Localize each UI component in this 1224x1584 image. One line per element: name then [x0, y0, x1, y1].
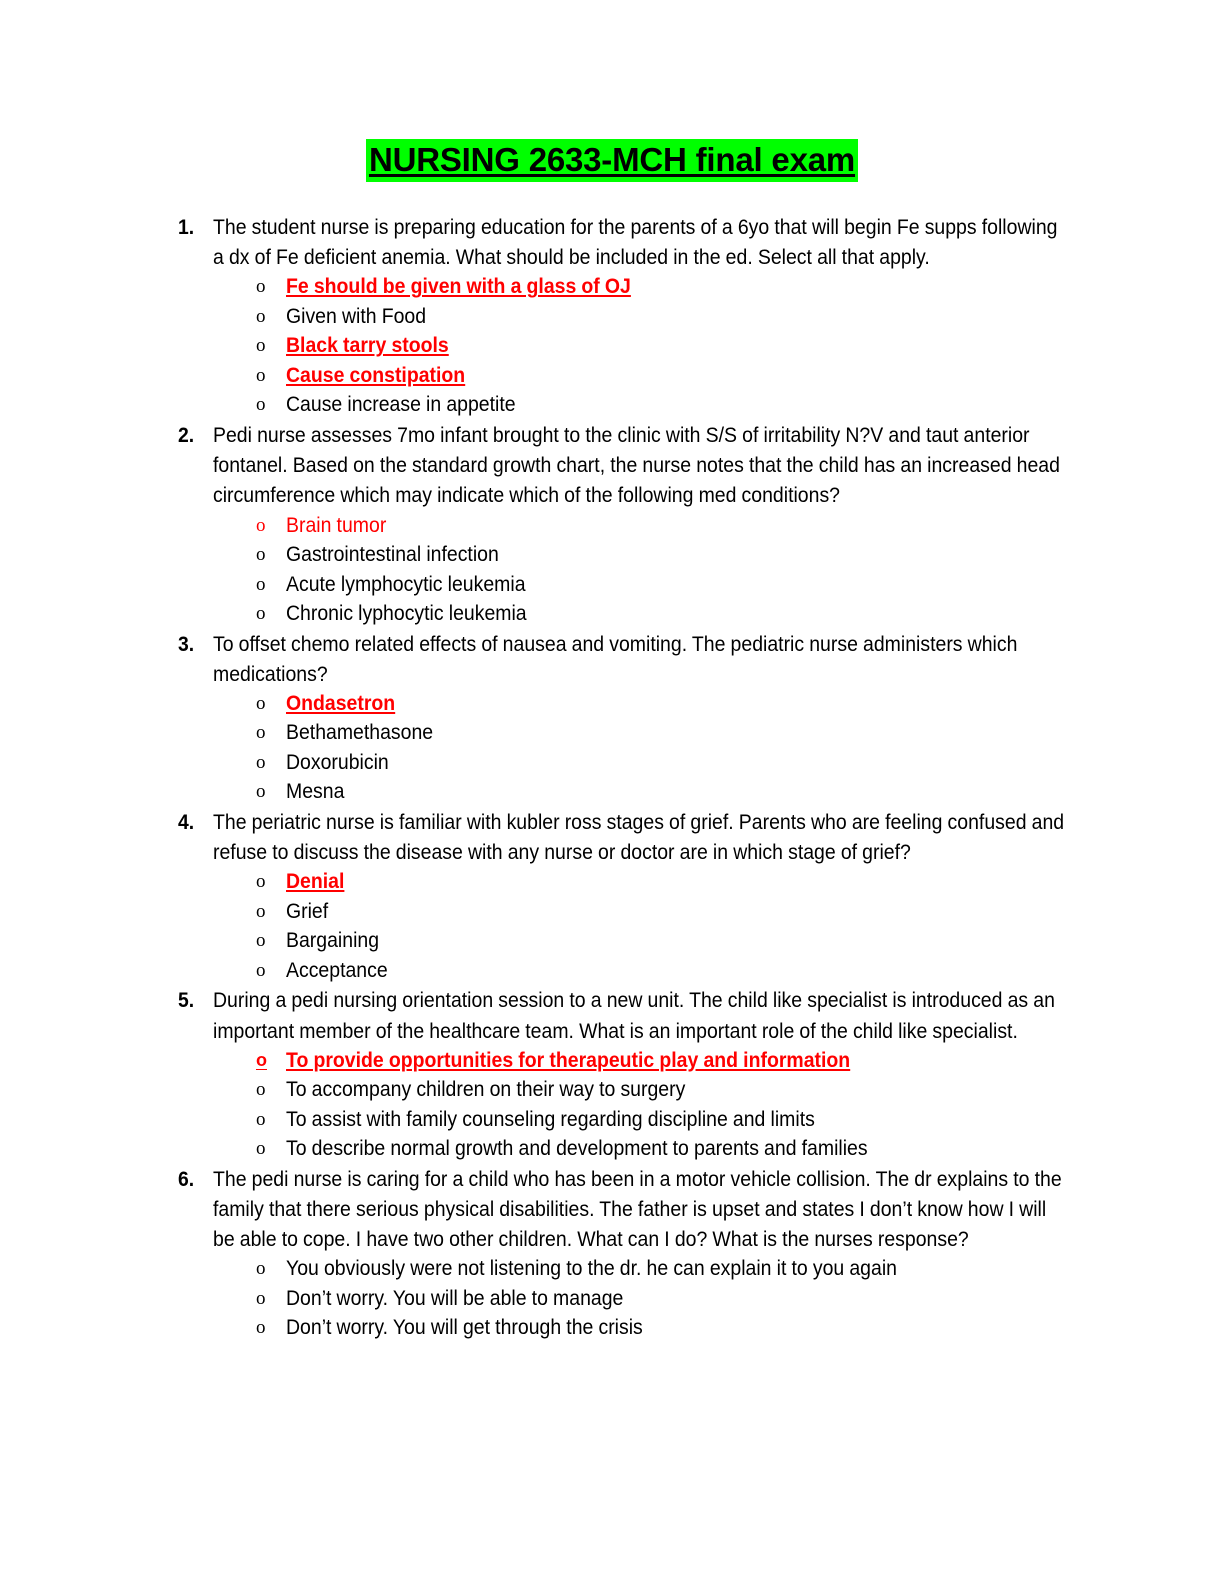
option-label: Don’t worry. You will get through the cr…	[286, 1315, 643, 1340]
option-bullet-icon: o	[256, 364, 266, 386]
question-item: 4. The periatric nurse is familiar with k…	[0, 807, 1224, 985]
option-label: To describe normal growth and developmen…	[286, 1136, 868, 1161]
option-bullet-icon: o	[256, 1317, 266, 1339]
option-item[interactable]: o To accompany children on their way to s…	[213, 1075, 1065, 1105]
option-label: Cause increase in appetite	[286, 392, 516, 417]
option-label: Cause constipation	[286, 362, 466, 387]
option-item[interactable]: o Bargaining	[213, 926, 1065, 956]
question-item: 6. The pedi nurse is caring for a child w…	[0, 1164, 1224, 1343]
question-number: 4.	[178, 809, 195, 834]
option-item[interactable]: o Chronic lyphocytic leukemia	[213, 599, 1065, 629]
option-label: Acute lymphocytic leukemia	[286, 571, 526, 596]
option-label: Brain tumor	[286, 512, 387, 537]
option-bullet-icon: o	[256, 276, 266, 298]
option-item[interactable]: o Bethamethasone	[213, 718, 1065, 748]
option-bullet-icon: o	[256, 305, 266, 327]
question-item: 2. Pedi nurse assesses 7mo infant brought…	[0, 420, 1224, 629]
option-bullet-icon: o	[256, 1049, 267, 1070]
option-label: To accompany children on their way to su…	[286, 1077, 686, 1102]
option-bullet-icon: o	[256, 781, 266, 803]
question-item: 5. During a pedi nursing orientation sess…	[0, 985, 1224, 1163]
option-item[interactable]: o Doxorubicin	[213, 748, 1065, 778]
option-item[interactable]: o To describe normal growth and developme…	[213, 1134, 1065, 1164]
option-item[interactable]: o Given with Food	[213, 302, 1065, 332]
question-number: 2.	[178, 422, 195, 447]
question-item: 1. The student nurse is preparing educati…	[0, 212, 1224, 420]
option-bullet-icon: o	[256, 1108, 266, 1130]
option-item[interactable]: o Black tarry stools	[213, 331, 1065, 361]
option-item[interactable]: o Gastrointestinal infection	[213, 540, 1065, 570]
option-item[interactable]: o You obviously were not listening to the…	[213, 1254, 1065, 1284]
option-label: Grief	[286, 898, 329, 923]
option-label: Given with Food	[286, 303, 427, 328]
question-number: 5.	[178, 988, 195, 1013]
option-item[interactable]: o To provide opportunities for therapeuti…	[213, 1046, 1065, 1076]
option-bullet-icon: o	[256, 1138, 266, 1160]
option-bullet-icon: o	[256, 1079, 266, 1101]
option-list: o You obviously were not listening to the…	[213, 1254, 1065, 1343]
option-item[interactable]: o Mesna	[213, 777, 1065, 807]
option-item[interactable]: o Cause constipation	[213, 361, 1065, 391]
option-label: Fe should be given with a glass of OJ	[286, 274, 631, 299]
option-item[interactable]: o Ondasetron	[213, 689, 1065, 719]
option-item[interactable]: o Grief	[213, 897, 1065, 927]
option-bullet-icon: o	[256, 1258, 266, 1280]
option-label: Bargaining	[286, 928, 380, 953]
option-label: To assist with family counseling regardi…	[286, 1106, 815, 1131]
option-bullet-icon: o	[256, 573, 266, 595]
option-bullet-icon: o	[256, 900, 266, 922]
option-label: Gastrointestinal infection	[286, 542, 499, 567]
option-bullet-icon: o	[256, 930, 266, 952]
option-bullet-icon: o	[256, 514, 266, 536]
option-item[interactable]: o Brain tumor	[213, 511, 1065, 541]
question-text: Pedi nurse assesses 7mo infant brought t…	[213, 422, 1060, 508]
option-bullet-icon: o	[256, 751, 266, 773]
option-item[interactable]: o To assist with family counseling regard…	[213, 1105, 1065, 1135]
option-bullet-icon: o	[256, 394, 266, 416]
question-number: 3.	[178, 631, 195, 656]
option-label: You obviously were not listening to the …	[286, 1256, 897, 1281]
option-label: Acceptance	[286, 957, 388, 982]
option-bullet-icon: o	[256, 603, 266, 625]
option-label: Mesna	[286, 779, 345, 804]
option-label: Ondasetron	[286, 690, 396, 715]
question-list: 1. The student nurse is preparing educati…	[0, 212, 1224, 1343]
document-title-container: NURSING 2633-MCH final exam	[0, 139, 1224, 183]
option-item[interactable]: o Acute lymphocytic leukemia	[213, 570, 1065, 600]
question-text: The pedi nurse is caring for a child who…	[213, 1166, 1062, 1252]
option-item[interactable]: o Don’t worry. You will get through the c…	[213, 1313, 1065, 1343]
question-text: The periatric nurse is familiar with kub…	[213, 809, 1065, 865]
option-item[interactable]: o Cause increase in appetite	[213, 390, 1065, 420]
question-text: The student nurse is preparing education…	[213, 215, 1058, 270]
option-label: Black tarry stools	[286, 333, 449, 358]
question-number: 6.	[178, 1166, 195, 1191]
option-bullet-icon: o	[256, 335, 266, 357]
option-label: Bethamethasone	[286, 720, 434, 745]
page-title: NURSING 2633-MCH final exam	[365, 139, 859, 183]
option-item[interactable]: o Acceptance	[213, 956, 1065, 986]
option-bullet-icon: o	[256, 692, 266, 714]
option-label: Don’t worry. You will be able to manage	[286, 1285, 624, 1310]
option-label: To provide opportunities for therapeutic…	[286, 1047, 851, 1072]
option-label: Denial	[286, 869, 345, 894]
option-list: o To provide opportunities for therapeuti…	[213, 1046, 1065, 1164]
option-item[interactable]: o Fe should be given with a glass of OJ	[213, 272, 1065, 302]
question-text: During a pedi nursing orientation sessio…	[213, 988, 1055, 1043]
option-bullet-icon: o	[256, 722, 266, 744]
question-number: 1.	[178, 215, 195, 239]
option-label: Chronic lyphocytic leukemia	[286, 601, 527, 626]
option-label: Doxorubicin	[286, 749, 389, 774]
option-bullet-icon: o	[256, 959, 266, 981]
option-item[interactable]: o Don’t worry. You will be able to manage	[213, 1284, 1065, 1314]
question-text: To offset chemo related effects of nause…	[213, 631, 1018, 686]
option-item[interactable]: o Denial	[213, 867, 1065, 897]
question-item: 3. To offset chemo related effects of nau…	[0, 629, 1224, 807]
option-bullet-icon: o	[256, 871, 266, 893]
option-bullet-icon: o	[256, 1287, 266, 1309]
option-bullet-icon: o	[256, 544, 266, 566]
